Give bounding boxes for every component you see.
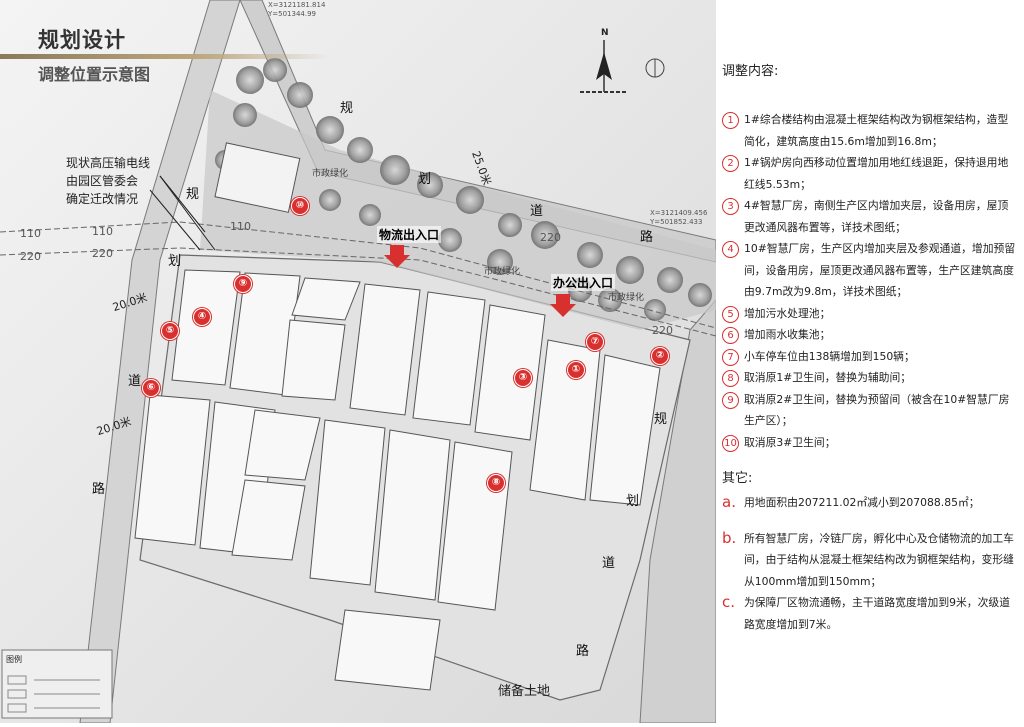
road-label-lu-west: 路 xyxy=(92,482,106,497)
map-marker-7: ⑦ xyxy=(586,333,604,351)
title-underline xyxy=(0,54,330,59)
adjustment-item-text: 1#锅炉房向西移动位置增加用地红线退距，保持退用地红线5.53m； xyxy=(744,156,1009,191)
adjustment-item-text: 小车停车位由138辆增加到150辆； xyxy=(744,349,915,363)
road-label-gui-east: 规 xyxy=(654,412,668,427)
road-label-dao-north: 道 xyxy=(530,204,544,219)
map-marker-2: ② xyxy=(651,347,669,365)
item-number-badge: 1 xyxy=(722,111,744,129)
adjustment-panel: 调整内容: 1 1#综合楼结构由混凝土框架结构改为钢框架结构，造型简化，建筑高度… xyxy=(722,60,1017,635)
other-item-letter: b. xyxy=(722,528,737,547)
adjustment-item-4: 4 10#智慧厂房，生产区内增加夹层及参观通道，增加预留间，设备用房，屋顶更改通… xyxy=(722,238,1017,303)
office-entrance-arrow-icon xyxy=(550,294,576,317)
other-item-a: a. 用地面积由207211.02㎡减小到207088.85㎡； xyxy=(722,492,1017,514)
greenery-label-2: 市政绿化 xyxy=(484,267,521,277)
adjustment-item-text: 取消原2#卫生间，替换为预留间（被含在10#智慧厂房生产区）； xyxy=(744,392,1010,428)
adjustment-item-7: 7 小车停车位由138辆增加到150辆； xyxy=(722,346,1017,368)
other-item-letter: a. xyxy=(722,493,736,511)
map-marker-1: ① xyxy=(567,361,585,379)
item-number-badge: 4 xyxy=(722,240,744,258)
adjustment-item-text: 增加雨水收集池； xyxy=(744,328,831,341)
annotation-line-1: 现状高压输电线 xyxy=(66,156,151,170)
adjustment-item-text: 1#综合楼结构由混凝土框架结构改为钢框架结构，造型简化，建筑高度由15.6m增加… xyxy=(744,113,1009,148)
logistics-entrance-label: 物流出入口 xyxy=(377,226,442,243)
road-label-hua-west: 划 xyxy=(168,254,182,269)
coordinate-top-x: X=3121181.814 xyxy=(268,1,326,9)
adjustment-item-5: 5 增加污水处理池； xyxy=(722,303,1017,325)
adjustment-item-text: 取消原3#卫生间； xyxy=(744,435,836,449)
item-number-badge: 5 xyxy=(722,305,744,323)
adjustment-item-3: 3 4#智慧厂房，南侧生产区内增加夹层，设备用房，屋顶更改通风器布置等，详技术图… xyxy=(722,195,1017,238)
adjustment-item-6: 6 增加雨水收集池； xyxy=(722,324,1017,346)
adjustment-item-text: 取消原1#卫生间，替换为辅助间； xyxy=(744,371,912,384)
map-marker-8: ⑧ xyxy=(487,474,505,492)
adjustment-item-8: 8 取消原1#卫生间，替换为辅助间； xyxy=(722,367,1017,389)
road-label-lu-east: 路 xyxy=(576,644,590,659)
other-item-c: c. 为保障厂区物流通畅，主干道路宽度增加到9米，次级道路宽度增加到7米。 xyxy=(722,592,1017,635)
item-number-badge: 7 xyxy=(722,348,744,366)
page-title: 规划设计 xyxy=(38,28,126,52)
map-marker-9: ⑨ xyxy=(234,275,252,293)
power-label-3: 220 xyxy=(20,250,41,263)
item-number-badge: 3 xyxy=(722,197,744,215)
road-label-gui-west: 规 xyxy=(186,187,200,202)
map-marker-10: ⑩ xyxy=(291,197,309,215)
map-marker-5: ⑤ xyxy=(161,322,179,340)
road-label-dao-east: 道 xyxy=(602,556,616,571)
power-label-7: 220 xyxy=(652,324,673,337)
item-number-badge: 2 xyxy=(722,154,744,172)
other-item-text: 为保障厂区物流通畅，主干道路宽度增加到9米，次级道路宽度增加到7米。 xyxy=(744,596,1010,631)
road-label-hua-east: 划 xyxy=(626,494,640,509)
adjustment-item-text: 增加污水处理池； xyxy=(744,306,831,320)
map-marker-4: ④ xyxy=(193,308,211,326)
road-label-dao-west: 道 xyxy=(128,374,142,389)
other-heading: 其它: xyxy=(722,471,753,486)
page-subtitle: 调整位置示意图 xyxy=(38,65,151,84)
road-label-gui-north: 规 xyxy=(340,101,354,116)
logistics-entrance-arrow-icon xyxy=(384,245,410,268)
power-label-1: 110 xyxy=(20,227,41,240)
header: 规划设计 调整位置示意图 xyxy=(0,0,330,84)
other-item-b: b. 所有智慧厂房，冷链厂房，孵化中心及仓储物流的加工车间，由于结构从混凝土框架… xyxy=(722,528,1017,593)
other-item-letter: c. xyxy=(722,593,736,611)
adjustment-item-10: 10 取消原3#卫生间； xyxy=(722,432,1017,454)
map-marker-6: ⑥ xyxy=(142,379,160,397)
item-number-badge: 8 xyxy=(722,369,744,387)
compass-north-letter: N xyxy=(601,28,609,38)
greenery-label-3: 市政绿化 xyxy=(608,293,645,303)
annotation-line-3: 确定迁改情况 xyxy=(66,192,139,206)
adjustment-item-text: 10#智慧厂房，生产区内增加夹层及参观通道，增加预留间，设备用房，屋顶更改通风器… xyxy=(744,242,1016,298)
legend-title: 图例 xyxy=(6,655,22,664)
coordinate-top-y: Y=501344.99 xyxy=(268,10,316,18)
item-number-badge: 9 xyxy=(722,391,744,409)
other-item-text: 用地面积由207211.02㎡减小到207088.85㎡； xyxy=(744,496,980,509)
coordinate-right: X=3121409.456 Y=501852.433 xyxy=(650,209,707,227)
adjustment-item-text: 4#智慧厂房，南侧生产区内增加夹层，设备用房，屋顶更改通风器布置等，详技术图纸； xyxy=(744,199,1009,234)
map-marker-3: ③ xyxy=(514,369,532,387)
adjustment-heading: 调整内容: xyxy=(722,64,779,79)
annotation-line-2: 由园区管委会 xyxy=(66,174,139,188)
coordinate-right-x: X=3121409.456 xyxy=(650,209,708,217)
road-label-lu-north: 路 xyxy=(640,230,654,245)
item-number-badge: 10 xyxy=(722,434,744,452)
power-label-2: 110 xyxy=(92,225,113,238)
adjustment-item-2: 2 1#锅炉房向西移动位置增加用地红线退距，保持退用地红线5.53m； xyxy=(722,152,1017,195)
power-line-annotation: 现状高压输电线 由园区管委会 确定迁改情况 xyxy=(66,154,150,208)
reserve-land-label: 储备土地 xyxy=(498,684,551,699)
power-label-5: 110 xyxy=(230,220,251,233)
office-entrance-label: 办公出入口 xyxy=(551,274,616,291)
road-label-hua-north: 划 xyxy=(418,172,432,187)
coordinate-right-y: Y=501852.433 xyxy=(650,218,703,226)
site-plan-drawing xyxy=(0,0,717,724)
power-label-4: 220 xyxy=(92,247,113,260)
item-number-badge: 6 xyxy=(722,326,744,344)
north-arrow-icon xyxy=(580,40,665,93)
power-label-6: 220 xyxy=(540,231,561,244)
greenery-label-1: 市政绿化 xyxy=(312,169,349,179)
adjustment-item-1: 1 1#综合楼结构由混凝土框架结构改为钢框架结构，造型简化，建筑高度由15.6m… xyxy=(722,109,1017,152)
other-item-text: 所有智慧厂房，冷链厂房，孵化中心及仓储物流的加工车间，由于结构从混凝土框架结构改… xyxy=(744,531,1014,588)
adjustment-item-9: 9 取消原2#卫生间，替换为预留间（被含在10#智慧厂房生产区）； xyxy=(722,389,1017,432)
coordinate-top: X=3121181.814 Y=501344.99 xyxy=(268,1,325,19)
site-plan-map: 现状高压输电线 由园区管委会 确定迁改情况 物流出入口 办公出入口 规 划 道 … xyxy=(0,0,717,724)
